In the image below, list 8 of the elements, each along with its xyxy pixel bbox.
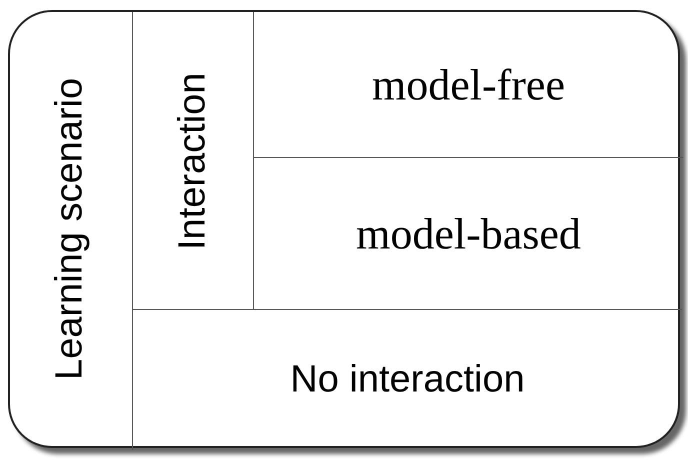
group-title: Interaction [170, 71, 214, 252]
cell-text: No interaction [290, 358, 525, 402]
cell-text: model-free [372, 59, 565, 110]
outer-rounded-box [8, 10, 680, 448]
cell-text: model-based [356, 208, 581, 260]
group-title: Learning scenario [48, 76, 92, 382]
table-cell [253, 12, 683, 158]
table-section [132, 12, 682, 310]
